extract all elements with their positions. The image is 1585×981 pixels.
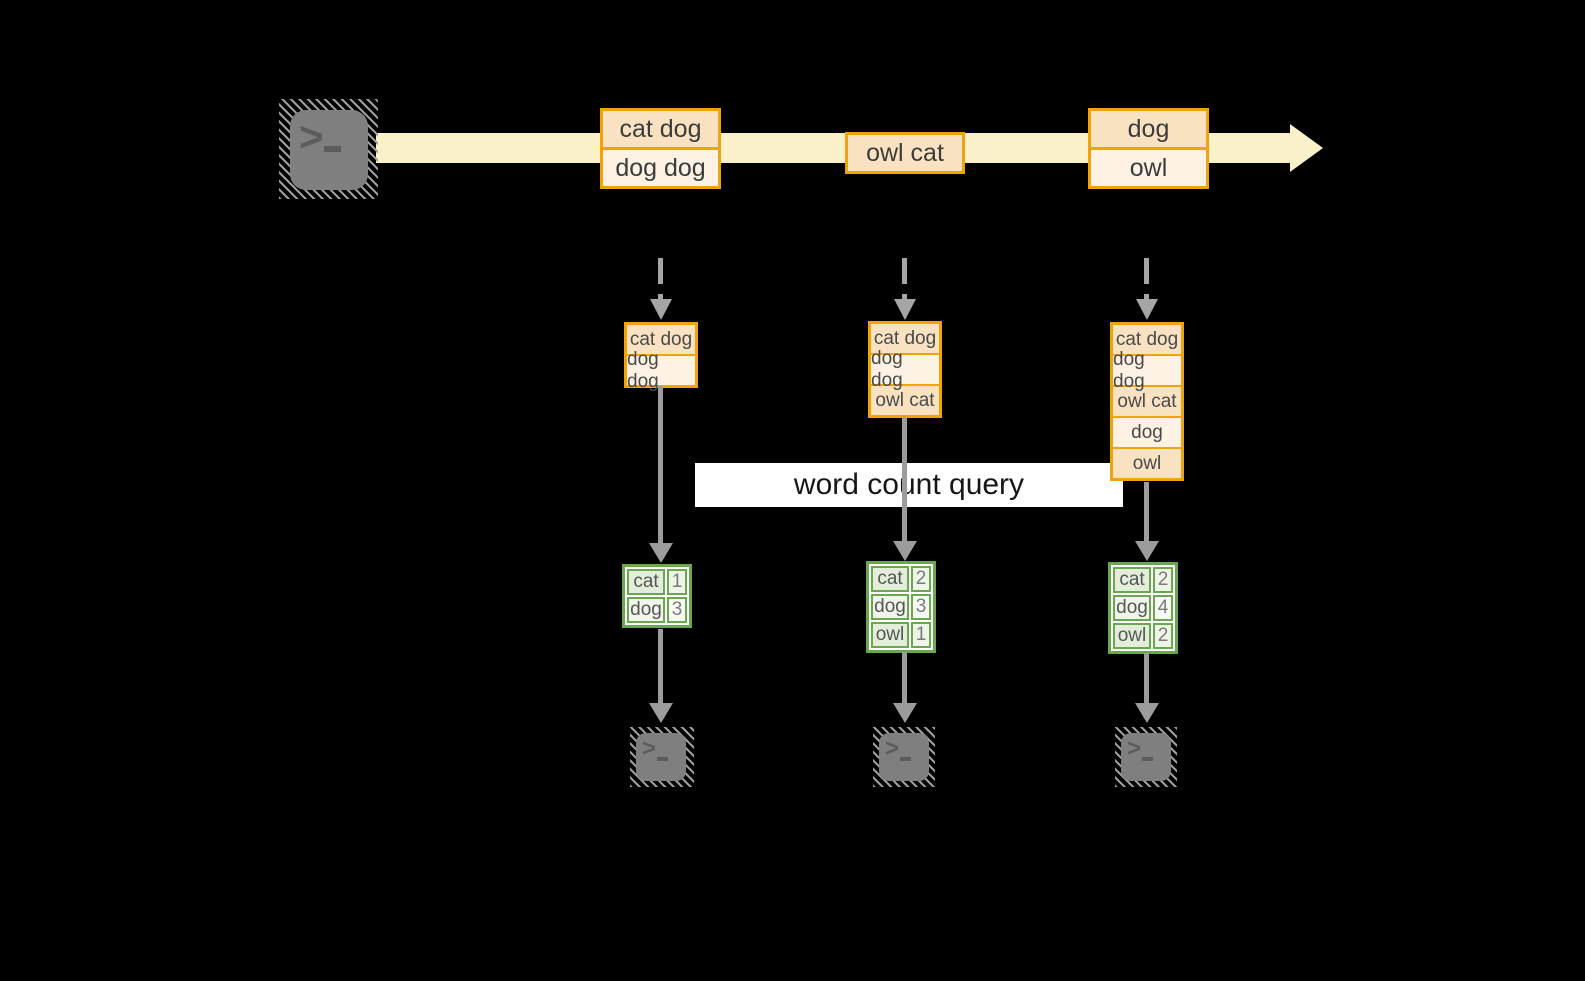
- sink-terminal-icon: >: [1115, 727, 1177, 787]
- count-cell: 1: [911, 622, 931, 648]
- table-to-sink-arrowhead-icon: [649, 703, 673, 723]
- stream-batch-line: cat dog: [603, 111, 718, 147]
- batch-to-table-arrow: [902, 417, 907, 543]
- sink-terminal-icon: >: [873, 727, 935, 787]
- count-cell: 1: [667, 569, 687, 595]
- stream-batch-line: owl: [1091, 147, 1206, 186]
- prompt-underscore-icon: [324, 146, 341, 152]
- prompt-chevron-icon: >: [299, 113, 324, 160]
- stack-cell: cat dog: [1113, 325, 1181, 354]
- terminal-body: >: [290, 110, 368, 190]
- sink-terminal-icon: >: [630, 727, 694, 787]
- stream-arrowhead-icon: [1290, 124, 1323, 172]
- count-cell: 2: [1153, 623, 1173, 649]
- stack-cell: owl cat: [1113, 385, 1181, 416]
- word-cell: dog: [627, 597, 665, 623]
- stream-batch-line: dog: [1091, 111, 1206, 147]
- batch-to-table-arrowhead-icon: [1135, 541, 1159, 561]
- batch-to-table-arrowhead-icon: [893, 541, 917, 561]
- word-cell: cat: [871, 566, 909, 592]
- prompt-underscore-icon: [900, 757, 911, 761]
- stack-cell: dog dog: [1113, 349, 1181, 392]
- stack-cell: dog dog: [871, 348, 939, 391]
- terminal-body: >: [1121, 733, 1171, 781]
- word-cell: owl: [1113, 623, 1151, 649]
- stack-cell: dog dog: [627, 349, 695, 392]
- word-cell: dog: [1113, 595, 1151, 621]
- word-cell: dog: [871, 594, 909, 620]
- micro-batch-arrow: [1144, 258, 1149, 300]
- stack-cell: owl: [1113, 447, 1181, 478]
- prompt-underscore-icon: [1142, 757, 1153, 761]
- table-to-sink-arrowhead-icon: [1135, 703, 1159, 723]
- stream-batch-box: owl cat: [845, 132, 965, 174]
- stream-batch-line: owl cat: [848, 135, 962, 171]
- stack-cell: owl cat: [871, 384, 939, 415]
- query-banner: word count query: [695, 463, 1123, 507]
- batch-to-table-arrow: [1144, 482, 1149, 543]
- terminal-body: >: [636, 733, 686, 781]
- prompt-chevron-icon: >: [885, 735, 900, 762]
- stack-cell: cat dog: [627, 325, 695, 354]
- source-terminal-icon: >: [279, 99, 378, 199]
- stack-cell: dog: [1113, 416, 1181, 447]
- stream-batch-line: dog dog: [603, 147, 718, 186]
- count-cell: 2: [911, 566, 931, 592]
- table-to-sink-arrow: [1144, 653, 1149, 705]
- terminal-body: >: [879, 733, 929, 781]
- prompt-chevron-icon: >: [1127, 735, 1142, 762]
- table-to-sink-arrow: [658, 629, 663, 705]
- micro-batch-arrowhead-icon: [650, 299, 672, 320]
- prompt-underscore-icon: [657, 757, 668, 761]
- count-cell: 3: [911, 594, 931, 620]
- count-cell: 4: [1153, 595, 1173, 621]
- word-cell: owl: [871, 622, 909, 648]
- micro-batch-arrow: [902, 258, 907, 300]
- word-cell: cat: [1113, 567, 1151, 593]
- count-cell: 2: [1153, 567, 1173, 593]
- query-banner-label: word count query: [793, 468, 1025, 501]
- batch-to-table-arrow: [658, 386, 663, 544]
- micro-batch-arrowhead-icon: [894, 299, 916, 320]
- word-cell: cat: [627, 569, 665, 595]
- micro-batch-arrowhead-icon: [1136, 299, 1158, 320]
- stack-cell: cat dog: [871, 324, 939, 353]
- micro-batch-arrow: [658, 258, 663, 300]
- batch-to-table-arrowhead-icon: [649, 543, 673, 563]
- table-to-sink-arrowhead-icon: [893, 703, 917, 723]
- count-cell: 3: [667, 597, 687, 623]
- table-to-sink-arrow: [902, 652, 907, 705]
- prompt-chevron-icon: >: [642, 735, 657, 762]
